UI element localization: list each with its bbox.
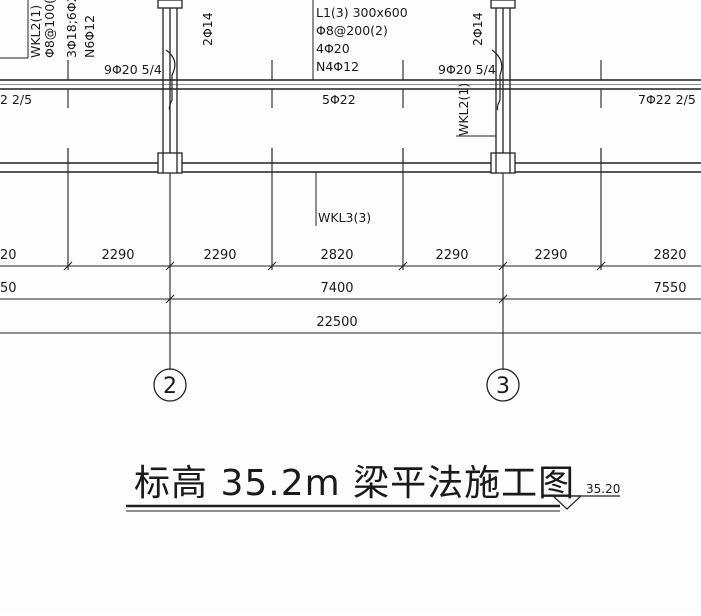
right-support-note: 9Φ20 5/4 [438,62,496,77]
drawing-title: 标高 35.2m 梁平法施工图 [126,463,575,512]
dim-r1-2: 2290 [203,248,236,263]
wkl2-left-line-3: 3Φ18;6Φ2 [64,0,79,58]
axis-bubble-2: 2 [153,368,187,402]
dim-r1-1: 2290 [101,248,134,263]
left-support-note: 9Φ20 5/4 [104,62,162,77]
wkl3-note: WKL3(3) [318,210,371,225]
l1-line-1: L1(3) 300x600 [316,5,408,20]
dim-r1-5: 2290 [534,248,567,263]
beam-ticks-lower [67,148,602,163]
dimension-row-2: 50 7400 7550 [0,281,687,296]
drawing-title-text: 标高 35.2m 梁平法施工图 [134,463,575,504]
dimension-lines [0,148,701,370]
dim-r1-3: 2820 [320,248,353,263]
l1-line-4: N4Φ12 [316,59,359,74]
mid-bottom-note: 5Φ22 [322,92,356,107]
right-edge-bottom-note: 7Φ22 2/5 [638,92,696,107]
column-2 [157,0,183,174]
lower-beam [0,162,701,173]
column-3 [490,0,516,174]
col2-top-bar-note: 2Φ14 [200,12,215,46]
dim-r2-2: 7550 [653,281,686,296]
wkl2-right-note: WKL2(1) [456,83,471,136]
dim-r1-0: 20 [0,248,17,263]
wkl2-left-line-4: N6Φ12 [82,15,97,58]
wkl2-left-note: WKL2(1) Φ8@100(2 3Φ18;6Φ2 N6Φ12 [28,0,97,58]
wkl2-left-line-2: Φ8@100(2 [42,0,57,58]
wkl2-left-line-1: WKL2(1) [28,5,43,58]
col3-top-bar-note: 2Φ14 [470,12,485,46]
upper-beam [0,79,701,90]
dim-r1-6: 2820 [653,248,686,263]
dim-r2-1: 7400 [320,281,353,296]
dim-r3-0: 22500 [316,315,357,330]
wkl2-left-leader [0,0,29,59]
dim-r1-4: 2290 [435,248,468,263]
axis-label-2: 2 [163,374,177,399]
axis-label-3: 3 [496,374,510,399]
l1-line-3: 4Φ20 [316,41,350,56]
left-edge-bottom-note: 2 2/5 [0,92,32,107]
l1-line-2: Φ8@200(2) [316,23,388,38]
dimension-row-3: 22500 [316,315,357,330]
elevation-mark: 35.20 [586,482,620,496]
elevation-symbol [551,495,620,510]
dimension-row-1: 20 2290 2290 2820 2290 2290 2820 [0,248,687,263]
beam-ticks-upper [67,60,602,108]
axis-bubble-3: 3 [486,368,520,402]
l1-note: L1(3) 300x600 Φ8@200(2) 4Φ20 N4Φ12 [316,5,408,74]
dim-r2-0: 50 [0,281,17,296]
